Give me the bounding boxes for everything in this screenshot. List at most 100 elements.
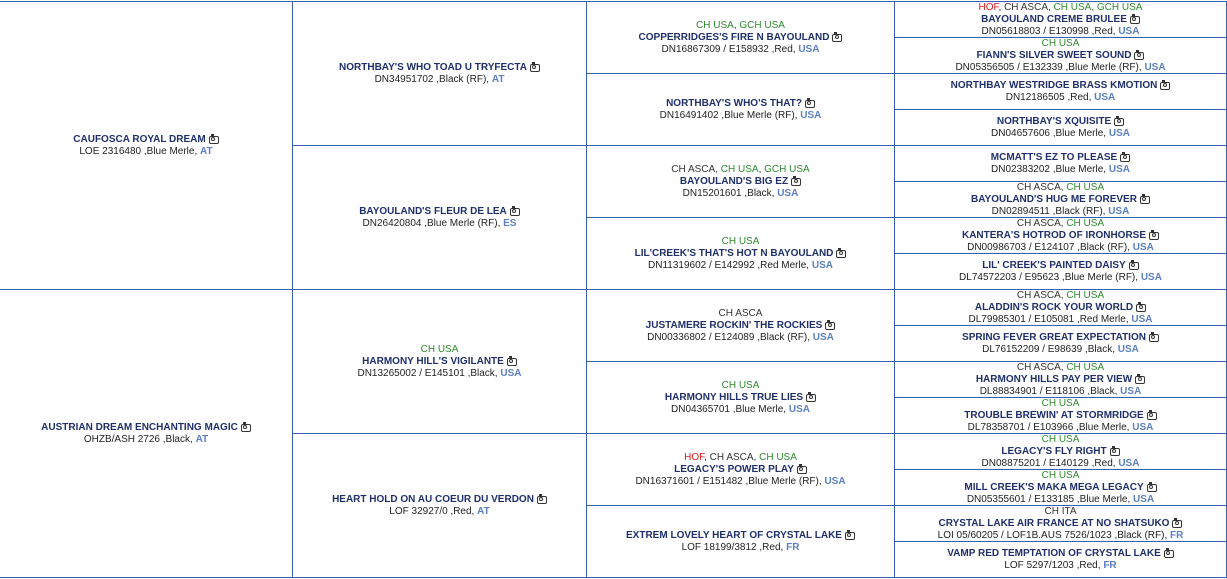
- dog-name-link[interactable]: NORTHBAY'S WHO TOAD U TRYFECTA: [339, 61, 527, 73]
- camera-icon[interactable]: [240, 421, 251, 432]
- country-link[interactable]: USA: [1118, 25, 1140, 37]
- country-link[interactable]: USA: [1131, 313, 1153, 325]
- camera-icon[interactable]: [509, 205, 520, 216]
- title-badge: CH ASCA,: [1016, 217, 1067, 229]
- camera-icon[interactable]: [1149, 229, 1160, 240]
- camera-icon[interactable]: [1114, 115, 1125, 126]
- country-link[interactable]: USA: [812, 331, 834, 343]
- country-link[interactable]: AT: [200, 145, 213, 157]
- dog-name-link[interactable]: NORTHBAY'S WHO'S THAT?: [666, 97, 802, 109]
- country-link[interactable]: AT: [491, 73, 505, 85]
- dog-name-row: CRYSTAL LAKE AIR FRANCE AT NO SHATSUKO: [938, 517, 1183, 530]
- dog-name-link[interactable]: FIANN'S SILVER SWEET SOUND: [976, 49, 1132, 61]
- country-link[interactable]: USA: [1108, 163, 1130, 175]
- titles-line: CH USA: [1042, 38, 1080, 50]
- dog-name-link[interactable]: JUSTAMERE ROCKIN' THE ROCKIES: [645, 319, 823, 331]
- dog-name-link[interactable]: NORTHBAY'S XQUISITE: [996, 115, 1112, 127]
- dog-name-link[interactable]: BAYOULAND'S BIG EZ: [679, 175, 789, 187]
- dog-name-link[interactable]: HARMONY HILLS PAY PER VIEW: [975, 373, 1133, 385]
- camera-icon[interactable]: [806, 391, 817, 402]
- dog-name-link[interactable]: BAYOULAND'S FLEUR DE LEA: [359, 205, 507, 217]
- dog-name-row: MILL CREEK'S MAKA MEGA LEGACY: [964, 481, 1157, 494]
- dog-name-link[interactable]: BAYOULAND'S HUG ME FOREVER: [971, 193, 1137, 205]
- dog-name-link[interactable]: LIL'CREEK'S THAT'S HOT N BAYOULAND: [634, 247, 834, 259]
- dog-name-link[interactable]: MILL CREEK'S MAKA MEGA LEGACY: [964, 481, 1144, 493]
- country-link[interactable]: USA: [788, 403, 810, 415]
- registration-text: DL76152209 / E98639 ,Black,: [982, 343, 1118, 355]
- camera-icon[interactable]: [844, 529, 855, 540]
- dog-name-link[interactable]: COPPERRIDGES'S FIRE N BAYOULAND: [638, 31, 830, 43]
- dog-name-link[interactable]: SPRING FEVER GREAT EXPECTATION: [962, 331, 1146, 343]
- country-link[interactable]: USA: [1108, 127, 1130, 139]
- camera-icon[interactable]: [1160, 79, 1171, 90]
- dog-name-link[interactable]: TROUBLE BREWIN' AT STORMRIDGE: [964, 409, 1144, 421]
- camera-icon[interactable]: [791, 175, 802, 186]
- country-link[interactable]: USA: [777, 187, 799, 199]
- country-link[interactable]: FR: [1170, 529, 1184, 541]
- country-link[interactable]: USA: [798, 43, 820, 55]
- dog-name-link[interactable]: LEGACY'S POWER PLAY: [674, 463, 794, 475]
- title-badge: CH USA: [1041, 469, 1080, 481]
- dog-name-link[interactable]: NORTHBAY WESTRIDGE BRASS KMOTION: [950, 79, 1158, 91]
- country-link[interactable]: USA: [1108, 205, 1130, 217]
- camera-icon[interactable]: [796, 463, 807, 474]
- country-link[interactable]: AT: [195, 433, 209, 445]
- camera-icon[interactable]: [506, 355, 517, 366]
- camera-icon[interactable]: [1146, 481, 1157, 492]
- dog-name-link[interactable]: VAMP RED TEMPTATION OF CRYSTAL LAKE: [947, 547, 1161, 559]
- dog-name-link[interactable]: LEGACY'S FLY RIGHT: [1001, 445, 1107, 457]
- camera-icon[interactable]: [804, 97, 815, 108]
- country-link[interactable]: USA: [800, 109, 822, 121]
- country-link[interactable]: USA: [1144, 61, 1166, 73]
- dog-name-link[interactable]: KANTERA'S HOTROD OF IRONHORSE: [961, 229, 1147, 241]
- camera-icon[interactable]: [1148, 331, 1159, 342]
- country-link[interactable]: USA: [824, 475, 846, 487]
- camera-icon[interactable]: [1139, 193, 1150, 204]
- country-link[interactable]: USA: [1132, 241, 1154, 253]
- country-link[interactable]: FR: [1103, 559, 1117, 571]
- camera-icon[interactable]: [1146, 409, 1157, 420]
- camera-icon[interactable]: [825, 319, 836, 330]
- country-link[interactable]: USA: [1094, 91, 1116, 103]
- camera-icon[interactable]: [1172, 517, 1183, 528]
- country-link[interactable]: FR: [786, 541, 800, 553]
- camera-icon[interactable]: [1135, 373, 1146, 384]
- camera-icon[interactable]: [1136, 301, 1147, 312]
- country-link[interactable]: USA: [1118, 457, 1140, 469]
- country-link[interactable]: AT: [477, 505, 490, 517]
- dog-name-link[interactable]: ALADDIN'S ROCK YOUR WORLD: [974, 301, 1134, 313]
- camera-icon[interactable]: [208, 133, 219, 144]
- camera-icon[interactable]: [836, 247, 847, 258]
- registration-text: LOF 5297/1203 ,Red,: [1004, 559, 1104, 571]
- dog-name-link[interactable]: HARMONY HILLS TRUE LIES: [664, 391, 804, 403]
- registration-text: DN13265002 / E145101 ,Black,: [357, 367, 501, 379]
- country-link[interactable]: USA: [1132, 421, 1154, 433]
- title-badge: HOF: [684, 451, 705, 463]
- country-link[interactable]: USA: [1133, 493, 1155, 505]
- camera-icon[interactable]: [1163, 547, 1174, 558]
- camera-icon[interactable]: [1109, 445, 1120, 456]
- camera-icon[interactable]: [1120, 151, 1131, 162]
- titles-line: CH USA: [1042, 398, 1080, 410]
- camera-icon[interactable]: [1134, 49, 1145, 60]
- camera-icon[interactable]: [1129, 13, 1140, 24]
- dog-name-link[interactable]: EXTREM LOVELY HEART OF CRYSTAL LAKE: [626, 529, 842, 541]
- dog-name-link[interactable]: CAUFOSCA ROYAL DREAM: [73, 133, 206, 145]
- camera-icon[interactable]: [1128, 259, 1139, 270]
- dog-name-link[interactable]: AUSTRIAN DREAM ENCHANTING MAGIC: [41, 421, 238, 433]
- country-link[interactable]: USA: [811, 259, 833, 271]
- dog-name-link[interactable]: BAYOULAND CREME BRULEE: [981, 13, 1127, 25]
- camera-icon[interactable]: [832, 31, 843, 42]
- country-link[interactable]: USA: [1140, 271, 1162, 283]
- dog-name-link[interactable]: HEART HOLD ON AU COEUR DU VERDON: [332, 493, 534, 505]
- country-link[interactable]: USA: [500, 367, 522, 379]
- country-link[interactable]: ES: [503, 217, 517, 229]
- country-link[interactable]: USA: [1120, 385, 1142, 397]
- dog-name-link[interactable]: MCMATT'S EZ TO PLEASE: [990, 151, 1118, 163]
- camera-icon[interactable]: [536, 493, 547, 504]
- camera-icon[interactable]: [529, 61, 540, 72]
- dog-name-link[interactable]: CRYSTAL LAKE AIR FRANCE AT NO SHATSUKO: [938, 517, 1170, 529]
- country-link[interactable]: USA: [1117, 343, 1139, 355]
- dog-name-link[interactable]: HARMONY HILL'S VIGILANTE: [362, 355, 504, 367]
- dog-name-link[interactable]: LIL' CREEK'S PAINTED DAISY: [982, 259, 1126, 271]
